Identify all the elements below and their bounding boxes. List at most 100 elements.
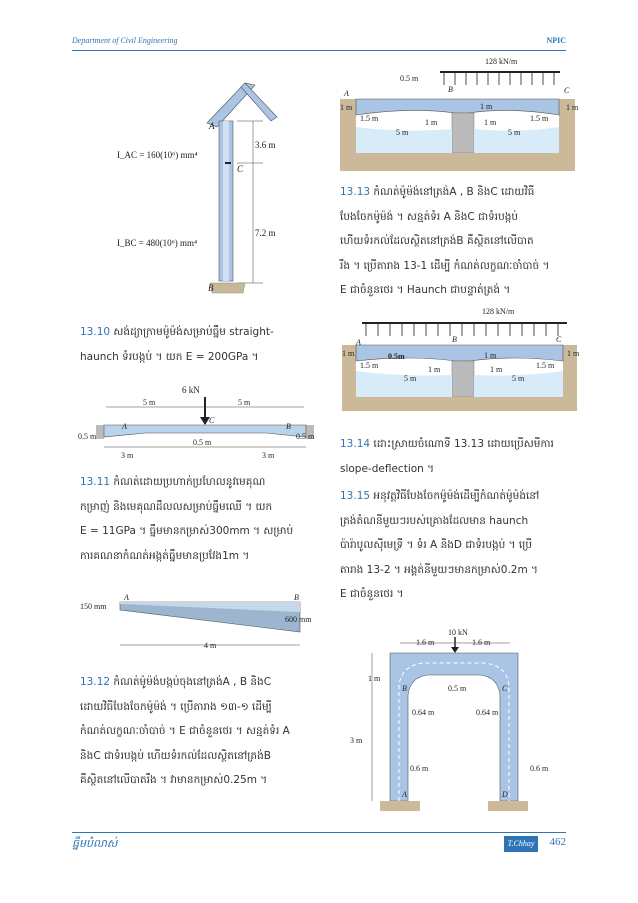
label-A: A <box>123 593 129 602</box>
text-line: ការគណនាកំណត់អង្កត់ធ្នឹមមានប្រវែង1m ។ <box>80 549 250 562</box>
text-line: ដោះស្រាយចំណោទី 13.13 ដោយប្រើសមីការ <box>370 438 554 450</box>
text-line: គឺស្ថិតនៅលើបាតរឹង ។ វាមានកម្រាស់0.25m ។ <box>80 774 268 786</box>
figure-13-11-tapered-beam: A B 150 mm 600 mm 4 m <box>80 590 320 660</box>
text-line: អនុវត្តវិធីបែងចែកម៉ូម៉ង់ដើម្បីកំណត់ម៉ូម៉… <box>370 490 540 502</box>
text-line: ប៉ារ៉ាបូលស៊ីមេទ្រី ។ ទំរ A និងD ជាទំរបង្… <box>340 539 533 551</box>
dim-1m-right: 1 m <box>566 103 579 112</box>
span-5m-left: 5 m <box>143 398 156 407</box>
dim-1m-left: 1 m <box>342 349 355 358</box>
depth-0-64m-right: 0.64 m <box>476 708 499 717</box>
span-5m-right: 5 m <box>238 398 251 407</box>
label-B: B <box>294 593 299 602</box>
label-A: A <box>355 338 361 347</box>
dim-1m-b: 1 m <box>484 351 497 360</box>
label-ibc: I_BC = 480(10⁶) mm⁴ <box>117 238 197 248</box>
dim-3-6m: 3.6 m <box>255 140 276 150</box>
load-128: 128 kN/m <box>485 57 518 66</box>
dim-1-5m-right: 1.5 m <box>536 361 555 370</box>
problem-13-14: 13.14 ដោះស្រាយចំណោទី 13.13 ដោយប្រើសមីការ… <box>340 432 575 481</box>
dim-5m-right: 5 m <box>512 374 525 383</box>
text-line: slope-deflection ។ <box>340 462 435 475</box>
problem-number: 13.15 <box>340 490 371 502</box>
height-3m: 3 m <box>350 736 363 745</box>
dim-1m-right: 1 m <box>567 349 580 358</box>
depth-0-5m: 0.5 m <box>448 684 467 693</box>
text-line: តារាង 13-2 ។ អង្គត់នីមួយៗមានកម្រាស់0.2m … <box>340 563 538 576</box>
dim-1-5m-left: 1.5 m <box>360 361 379 370</box>
page-number: 462 <box>549 836 567 848</box>
label-A: A <box>121 422 127 431</box>
text-line: E = 11GPa ។ ធ្នឹមមានកម្រាស់300mm ។ សម្រា… <box>80 525 294 537</box>
load-128: 128 kN/m <box>482 307 515 316</box>
dim-1m-d: 1 m <box>490 365 503 374</box>
text-line: សង់ដ្យាក្រាមម៉ូម៉ង់សម្រាប់ធ្នឹម straight… <box>110 326 274 338</box>
label-iac: I_AC = 160(10⁶) mm⁴ <box>117 150 198 160</box>
label-A: A <box>401 790 407 799</box>
text-line: កំណត់លក្ខណៈចាំបាច់ ។ E ជាចំនួនថេរ ។ សន្ម… <box>80 725 290 737</box>
footer-author: T.Chhay <box>504 836 538 852</box>
label-C: C <box>209 416 215 425</box>
problem-13-13: 13.13 កំណត់ម៉ូម៉ង់នៅត្រង់A , B និងC ដោយវ… <box>340 180 575 303</box>
text-line: E ជាចំនួនថេរ ។ Haunch ជាបន្ទាត់ត្រង់ ។ <box>340 284 511 296</box>
problem-number: 13.10 <box>80 326 111 338</box>
footer-title: ធ្នឹមបំលាស់ <box>72 837 118 850</box>
dim-5m-left: 5 m <box>404 374 417 383</box>
label-B: B <box>402 684 407 693</box>
text-line: ត្រង់តំណនីមួយៗរបស់គ្រោងដែលមាន haunch <box>340 514 529 527</box>
haunch-3m-right: 3 m <box>262 451 275 460</box>
label-A: A <box>343 89 349 98</box>
dim-1m-b: 1 m <box>480 102 493 111</box>
height-1m: 1 m <box>368 674 381 683</box>
depth-150: 150 mm <box>80 602 107 611</box>
figure-13-10-frame: A C B 3.6 m 7.2 m I_AC = 160(10⁶) mm⁴ I_… <box>95 55 315 305</box>
width-1-6m-right: 1.6 m <box>472 638 491 647</box>
haunch-3m-left: 3 m <box>121 451 134 460</box>
depth-left: 0.5 m <box>78 432 97 441</box>
dim-1m-c: 1 m <box>428 365 441 374</box>
label-B: B <box>448 85 453 94</box>
problem-number: 13.13 <box>340 186 371 198</box>
depth-0-6m-right: 0.6 m <box>530 764 549 773</box>
length-4m: 4 m <box>204 641 217 650</box>
label-D: D <box>501 790 508 799</box>
problem-number: 13.14 <box>340 438 371 450</box>
dim-1m-d: 1 m <box>484 118 497 127</box>
figure-straight-haunch-beam: 6 kN 5 m 5 m A C B 0.5 m 0.5 m 0.5 m 3 m… <box>78 383 328 473</box>
text-line: E ជាចំនួនថេរ ។ <box>340 588 404 600</box>
text-line: កំណត់ម៉ូម៉ង់នៅត្រង់A , B និងC ដោយវិធី <box>370 186 535 198</box>
label-C: C <box>502 684 508 693</box>
dim-5m-left: 5 m <box>396 128 409 137</box>
header-institute: NPIC <box>546 36 566 45</box>
label-B: B <box>452 335 457 344</box>
width-1-6m-left: 1.6 m <box>416 638 435 647</box>
depth-0-6m-left: 0.6 m <box>410 764 429 773</box>
problem-number: 13.12 <box>80 676 111 688</box>
dim-1m-left: 1 m <box>340 103 353 112</box>
figure-13-12-haunched-slab: 128 kN/m 0.5 m A B C 1 m 1 m 1.5 m 1.5 m… <box>340 55 579 175</box>
depth-mid: 0.5 m <box>193 438 212 447</box>
problem-number: 13.11 <box>80 476 111 488</box>
depth-right: 0.5 m <box>296 432 315 441</box>
text-line: និងC ជាទំរបង្កប់ ហើយទំរកល់ដែលស្ថិតនៅត្រង… <box>80 749 271 762</box>
text-line: កំណត់ម៉ូម៉ង់បង្កប់ចុងនៅត្រង់A , B និងC <box>110 676 272 688</box>
dim-1m-c: 1 m <box>425 118 438 127</box>
dim-0-5m: 0.5m <box>388 352 405 361</box>
text-line: ហើយទំរកល់ដែលស្ថិតនៅត្រង់B គឺស្ថិតនៅលើបាត <box>340 235 534 247</box>
label-B: B <box>286 422 291 431</box>
dim-5m-right: 5 m <box>508 128 521 137</box>
problem-13-10: 13.10 សង់ដ្យាក្រាមម៉ូម៉ង់សម្រាប់ធ្នឹម st… <box>80 320 325 369</box>
depth-0-64m-left: 0.64 m <box>412 708 435 717</box>
header-department: Department of Civil Engineering <box>72 36 178 45</box>
text-line: រឹង ។ ប្រើតារាង 13-1 ដើម្បី កំណត់លក្ខណៈច… <box>340 259 550 272</box>
dim-1-5m-left: 1.5 m <box>360 114 379 123</box>
figure-13-15-portal-frame: 10 kN 1.6 m 1.6 m 1 m 3 m B C 0.5 m 0.64… <box>350 625 575 825</box>
dim-0-5m: 0.5 m <box>400 74 419 83</box>
page-header: Department of Civil Engineering NPIC <box>72 36 566 51</box>
depth-600: 600 mm <box>285 615 312 624</box>
label-C: C <box>556 335 562 344</box>
problem-13-11: 13.11 កំណត់ដោយប្រហាក់ប្រហែលនូវមេគុណ កម្រ… <box>80 470 325 568</box>
dim-7-2m: 7.2 m <box>255 228 276 238</box>
label-C: C <box>237 164 244 174</box>
label-C: C <box>564 86 570 95</box>
text-line: កំណត់ដោយប្រហាក់ប្រហែលនូវមេគុណ <box>110 476 266 488</box>
